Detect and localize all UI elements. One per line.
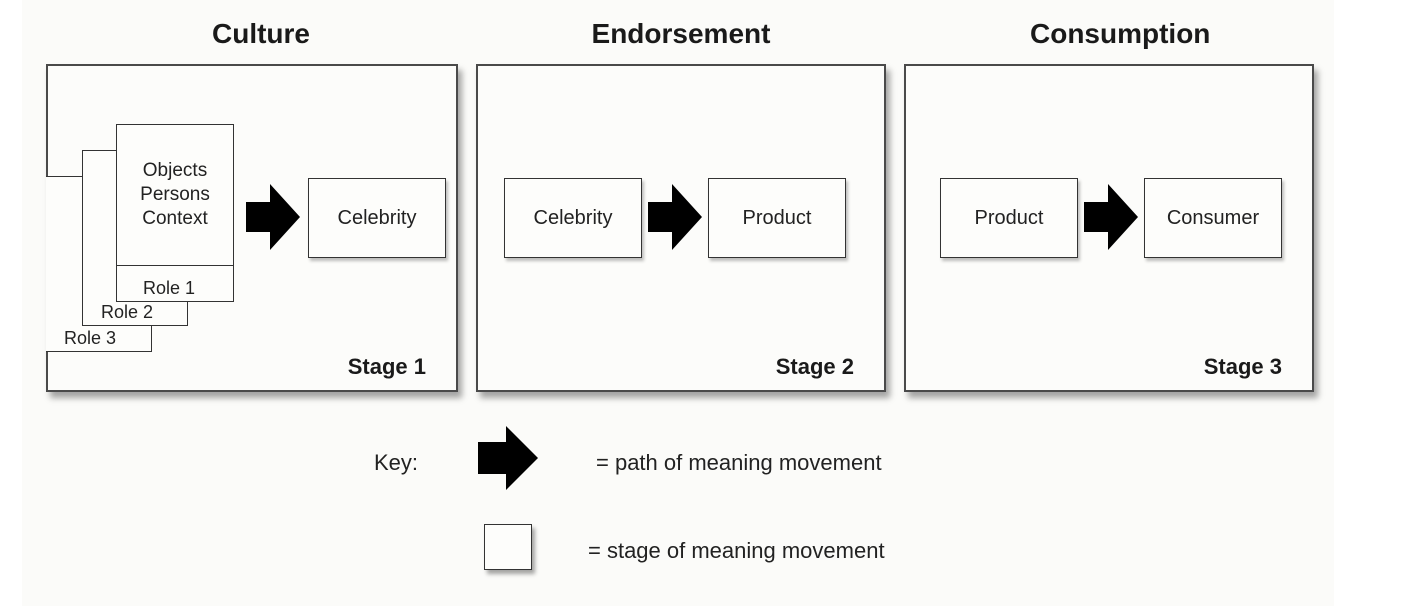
front-card-content: Objects Persons Context [117,125,233,266]
stage-1-label: Stage 1 [347,354,426,379]
key-label: Key: [374,450,419,475]
role-1-card: Objects Persons Context Role 1 [116,124,234,302]
role-2-label: Role 2 [101,302,154,322]
stage-3-label: Stage 3 [1203,354,1282,379]
right-block-arrow-icon [478,426,538,490]
objects-text: Objects [142,160,208,181]
stage-2-label: Stage 2 [775,354,854,379]
role-1-label: Role 1 [143,278,196,298]
role-3-label: Role 3 [64,328,117,348]
stage-2-celebrity-node: Celebrity [504,178,642,258]
stage-3-consumer-node: Consumer [1144,178,1282,258]
stage-1-celebrity-node: Celebrity [308,178,446,258]
stage-box-icon [484,524,532,570]
heading-consumption: Consumption [1030,18,1211,49]
heading-endorsement: Endorsement [591,18,771,49]
key-arrow-meaning: = path of meaning movement [596,450,882,475]
heading-culture: Culture [212,18,310,49]
key-box-meaning: = stage of meaning movement [588,538,885,563]
right-block-arrow-icon [246,184,300,250]
right-block-arrow-icon [1084,184,1138,250]
right-block-arrow-icon [648,184,702,250]
context-text: Context [142,208,208,229]
stage-3-product-node: Product [940,178,1078,258]
persons-text: Persons [140,184,210,205]
stage-2-product-node: Product [708,178,846,258]
